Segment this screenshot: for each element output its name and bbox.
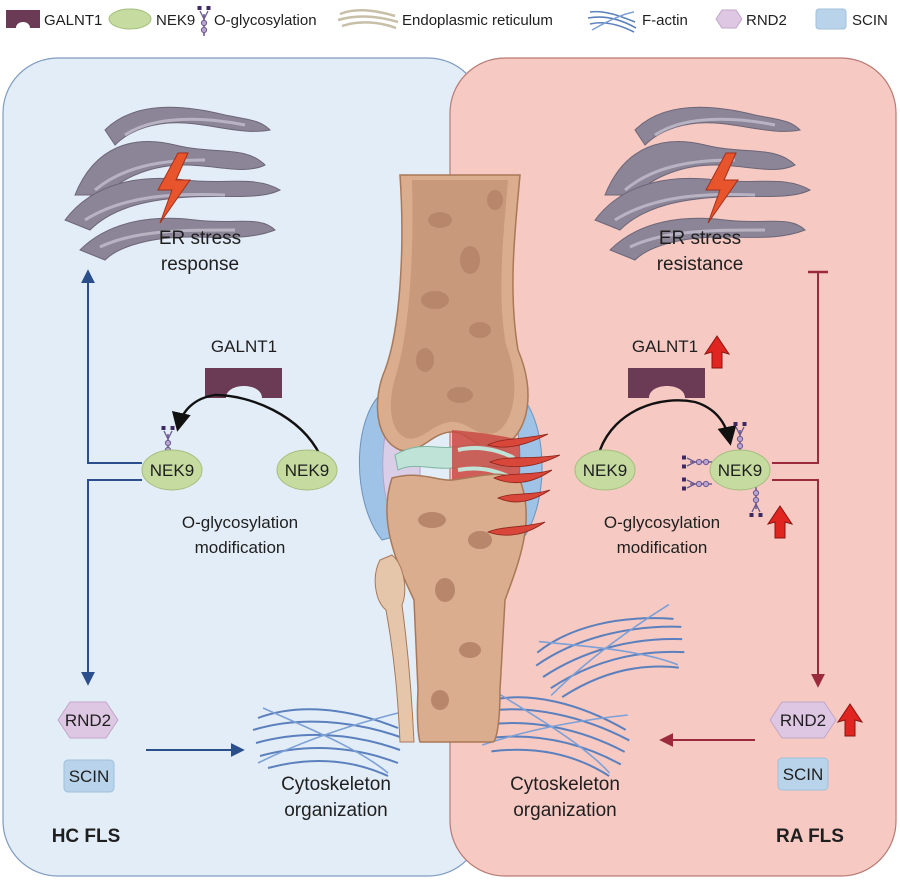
right-nek9-free xyxy=(574,449,636,491)
ra-fls-label: RA FLS xyxy=(776,826,844,847)
legend-nek9-icon xyxy=(108,8,152,30)
left-er-label-line2: response xyxy=(161,254,239,275)
legend-er-icon xyxy=(337,9,399,30)
right-galnt1-label: GALNT1 xyxy=(632,337,698,356)
left-arrow-to-er xyxy=(81,269,142,464)
left-nek9-free xyxy=(276,449,338,491)
left-nek9-modified xyxy=(141,449,203,491)
legend-galnt1-label: GALNT1 xyxy=(44,12,102,29)
right-modification-line2: modification xyxy=(617,538,708,557)
hc-fls-label: HC FLS xyxy=(52,826,121,847)
right-nek9-modified xyxy=(709,449,771,491)
right-rnd2-node xyxy=(769,701,837,739)
right-nek9-free-label: NEK9 xyxy=(583,461,627,480)
left-rnd2-node xyxy=(57,701,119,739)
legend-rnd2-icon xyxy=(715,9,743,29)
left-scin-label: SCIN xyxy=(69,767,110,786)
right-rnd2-label: RND2 xyxy=(780,711,826,730)
right-modification-line1: O-glycosylation xyxy=(604,513,720,532)
legend-scin-label: SCIN xyxy=(852,12,888,29)
left-galnt1-enzyme xyxy=(205,368,282,398)
left-nek9-free-label: NEK9 xyxy=(285,461,329,480)
left-nek9-modified-label: NEK9 xyxy=(150,461,194,480)
right-er-label-line2: resistance xyxy=(657,254,744,275)
right-nek9-modified-label: NEK9 xyxy=(718,461,762,480)
left-modification-line1: O-glycosylation xyxy=(182,513,298,532)
legend: GALNT1 NEK9 O-glycosylation Endoplasmic … xyxy=(6,5,888,37)
left-arrow-to-rnd2 xyxy=(81,479,142,686)
left-cyto-line2: organization xyxy=(284,800,388,821)
left-er-label-line1: ER stress xyxy=(159,228,241,249)
right-cyto-line2: organization xyxy=(513,800,617,821)
right-scin-label: SCIN xyxy=(783,765,824,784)
right-arrow-to-rnd2 xyxy=(772,479,825,688)
legend-nek9-label: NEK9 xyxy=(156,12,195,29)
right-scin-node xyxy=(777,757,829,791)
legend-factin-icon xyxy=(587,10,637,33)
right-inhibition-to-er xyxy=(772,270,828,464)
right-glycosylation-arrow xyxy=(598,399,737,451)
left-cyto-line1: Cytoskeleton xyxy=(281,774,391,795)
legend-scin-icon xyxy=(815,8,847,30)
left-galnt1-label: GALNT1 xyxy=(211,337,277,356)
left-rnd2-label: RND2 xyxy=(65,711,111,730)
legend-er-label: Endoplasmic reticulum xyxy=(402,12,553,29)
right-galnt1-enzyme xyxy=(628,368,705,398)
right-cyto-line1: Cytoskeleton xyxy=(510,774,620,795)
left-scin-node xyxy=(63,759,115,793)
knee-joint-illustration xyxy=(359,174,561,743)
left-modification-line2: modification xyxy=(195,538,286,557)
legend-rnd2-label: RND2 xyxy=(746,12,787,29)
legend-factin-label: F-actin xyxy=(642,12,688,29)
left-glycosylation-arrow xyxy=(171,393,322,456)
legend-galnt1-icon xyxy=(6,10,40,28)
right-er-label-line1: ER stress xyxy=(659,228,741,249)
legend-oglyc-icon xyxy=(196,5,212,37)
legend-oglyc-label: O-glycosylation xyxy=(214,12,317,29)
